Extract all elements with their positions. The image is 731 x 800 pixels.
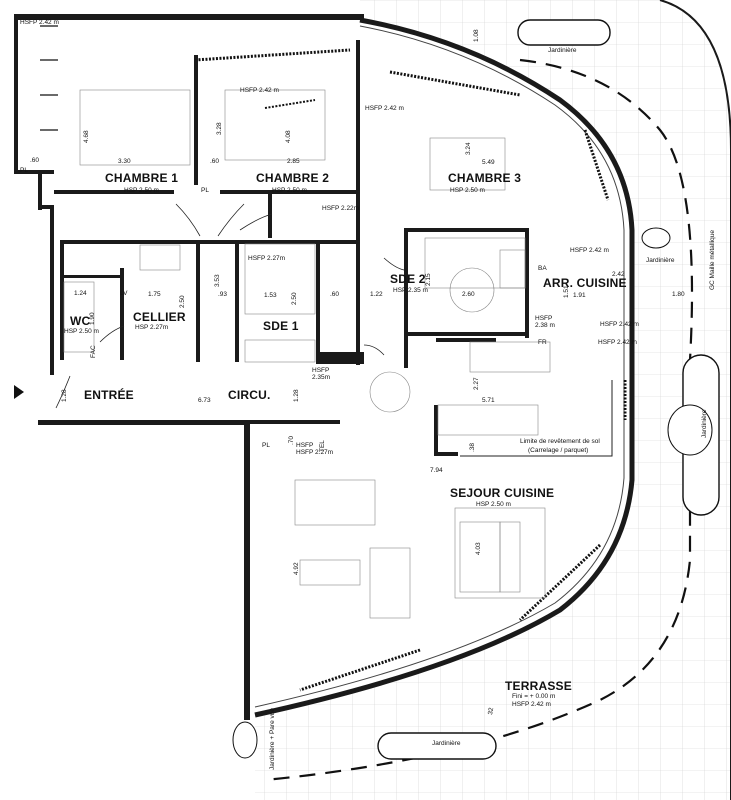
- pl-label-2: PL: [201, 187, 209, 194]
- dim-circu-c: 3.53: [214, 274, 221, 287]
- dim-cellier-b: 2.50: [179, 295, 186, 308]
- room-name-cellier: CELLIER: [133, 310, 186, 324]
- hsfp-label-2: HSFP 2.42 m: [365, 105, 404, 112]
- fini-terrasse: Fini = + 0.00 m: [512, 693, 555, 700]
- dim-chambre1-c: .60: [30, 157, 39, 164]
- dim-sejour-f: .38: [469, 443, 476, 452]
- dim-chambre3-a: 3.24: [465, 142, 472, 155]
- hsfp-sde1: HSFP 2.27m: [248, 255, 285, 262]
- hsfp-label-4: HSFP 2.42 m: [600, 321, 639, 328]
- fr-label: FR: [538, 339, 547, 346]
- planter-label-screen: Jardinière + Pare vue: [269, 708, 276, 770]
- railing-label: GC Maille métallique: [709, 230, 716, 290]
- dim-arr-a: 1.91: [573, 292, 586, 299]
- dim-terrace-width: 1.80: [672, 291, 685, 298]
- hsp-sde2: HSP 2.35 m: [393, 287, 428, 294]
- dim-circu-d: 1.22: [370, 291, 383, 298]
- dim-wc-b: 1.90: [89, 312, 96, 325]
- hsp-chambre2: HSP 2.50 m: [272, 187, 307, 194]
- dim-sde1-d: .60: [330, 291, 339, 298]
- dim-chambre1-b: 3.30: [118, 158, 131, 165]
- awning-dashed-line: [264, 58, 694, 782]
- room-name-circu: CIRCU.: [228, 388, 271, 402]
- interior-walls: [54, 40, 529, 456]
- room-name-sejour: SEJOUR CUISINE: [450, 486, 554, 500]
- dim-arr-b: 1.51: [563, 285, 570, 298]
- dim-sde2-a: 2.60: [462, 291, 475, 298]
- dim-terrace-bottom: 32: [487, 707, 495, 716]
- room-name-wc: WC: [70, 314, 91, 328]
- hsfp-label-3: HSFP 2.42 m: [570, 247, 609, 254]
- hsfp-terrasse: HSFP 2.42 m: [512, 701, 551, 708]
- room-name-entree: ENTRÉE: [84, 387, 134, 402]
- dim-cellier-a: 1.75: [148, 291, 161, 298]
- dim-chambre3-b: 5.49: [482, 159, 495, 166]
- dim-chambre2-d: .60: [210, 158, 219, 165]
- doors: [55, 203, 405, 409]
- dim-entree-a: 1.28: [61, 389, 68, 402]
- room-name-arr-cuisine: ARR. CUISINE: [543, 276, 627, 290]
- dim-wc-a: 1.24: [74, 290, 87, 297]
- hsp-wc: HSP 2.50 m: [64, 328, 99, 335]
- pl-label-1: PL: [20, 167, 28, 174]
- fac-label: FAC: [90, 345, 97, 358]
- pl-label-3: PL: [262, 442, 270, 449]
- planter-label-bottom: Jardinière: [432, 740, 461, 747]
- room-name-chambre2: CHAMBRE 2: [256, 171, 329, 185]
- room-name-sde2: SDE 2: [390, 272, 426, 286]
- hsp-sejour: HSP 2.50 m: [476, 501, 511, 508]
- planter-label-side: Jardinière: [701, 409, 708, 438]
- furniture: [63, 89, 551, 619]
- floor-limit-label-1: Limite de revêtement de sol: [520, 438, 600, 445]
- hsp-chambre3: HSP 2.50 m: [450, 187, 485, 194]
- dim-circu-a: 6.73: [198, 397, 211, 404]
- hsfp-label-6: HSFP 2.27m: [296, 449, 333, 456]
- room-name-chambre1: CHAMBRE 1: [105, 171, 178, 185]
- dim-sde1-a: 1.53: [264, 292, 277, 299]
- hsp-cellier: HSP 2.27m: [135, 324, 168, 331]
- dim-sde2-b: 2.15: [425, 273, 432, 286]
- hsfp-label-9: HSFP: [296, 442, 313, 449]
- tel-label: TEL: [319, 440, 326, 452]
- room-name-sde1: SDE 1: [263, 319, 299, 333]
- dim-terrace-top: 1.08: [473, 29, 480, 42]
- ba-label: BA: [538, 265, 547, 272]
- dim-chambre2-c: 2.85: [287, 158, 300, 165]
- dim-arr-right: 2.42: [612, 271, 625, 278]
- dim-sejour-d: 5.71: [482, 397, 495, 404]
- entry-arrow-icon: [14, 385, 24, 399]
- room-name-terrasse: TERRASSE: [505, 679, 572, 693]
- dim-sde1-b: 2.50: [291, 292, 298, 305]
- hsfp-label-10: HSFP 2.42 m: [20, 19, 59, 26]
- room-name-chambre3: CHAMBRE 3: [448, 171, 521, 185]
- dim-chambre1-a: 4.68: [83, 130, 90, 143]
- dim-chambre2-b: 4.08: [285, 130, 292, 143]
- dim-sde1-c: .93: [218, 291, 227, 298]
- window-marks: [40, 25, 627, 692]
- planters: [232, 19, 720, 760]
- dim-circu-b: 1.28: [293, 389, 300, 402]
- exterior-walls: [14, 14, 635, 720]
- hsfp-chambre2: HSFP 2.22m: [322, 205, 359, 212]
- floor-limit-line: [460, 380, 613, 457]
- lv-label: LV: [120, 290, 128, 297]
- hsfp-label-1: HSFP 2.42 m: [240, 87, 279, 94]
- hsp-chambre1: HSP 2.50 m: [124, 187, 159, 194]
- planter-label-right: Jardinière: [646, 257, 675, 264]
- hsfp-label-5: HSFP 2.42 m: [598, 339, 637, 346]
- dim-sejour-e: 2.27: [473, 377, 480, 390]
- dim-chambre2-a: 3.28: [216, 122, 223, 135]
- dim-sejour-c: 7.94: [430, 467, 443, 474]
- dim-sejour-b: 4.03: [475, 542, 482, 555]
- dim-sejour-g: .70: [288, 436, 295, 445]
- floor-limit-label-2: (Carrelage / parquet): [528, 447, 588, 454]
- dim-sejour-a: 4.92: [293, 562, 300, 575]
- planter-label-top: Jardinière: [548, 47, 577, 54]
